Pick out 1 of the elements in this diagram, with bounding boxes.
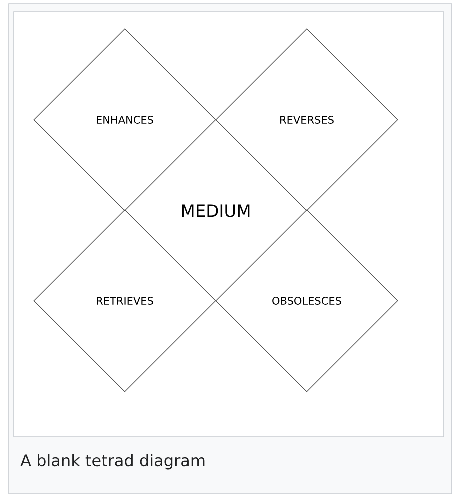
- caption: A blank tetrad diagram: [20, 454, 205, 470]
